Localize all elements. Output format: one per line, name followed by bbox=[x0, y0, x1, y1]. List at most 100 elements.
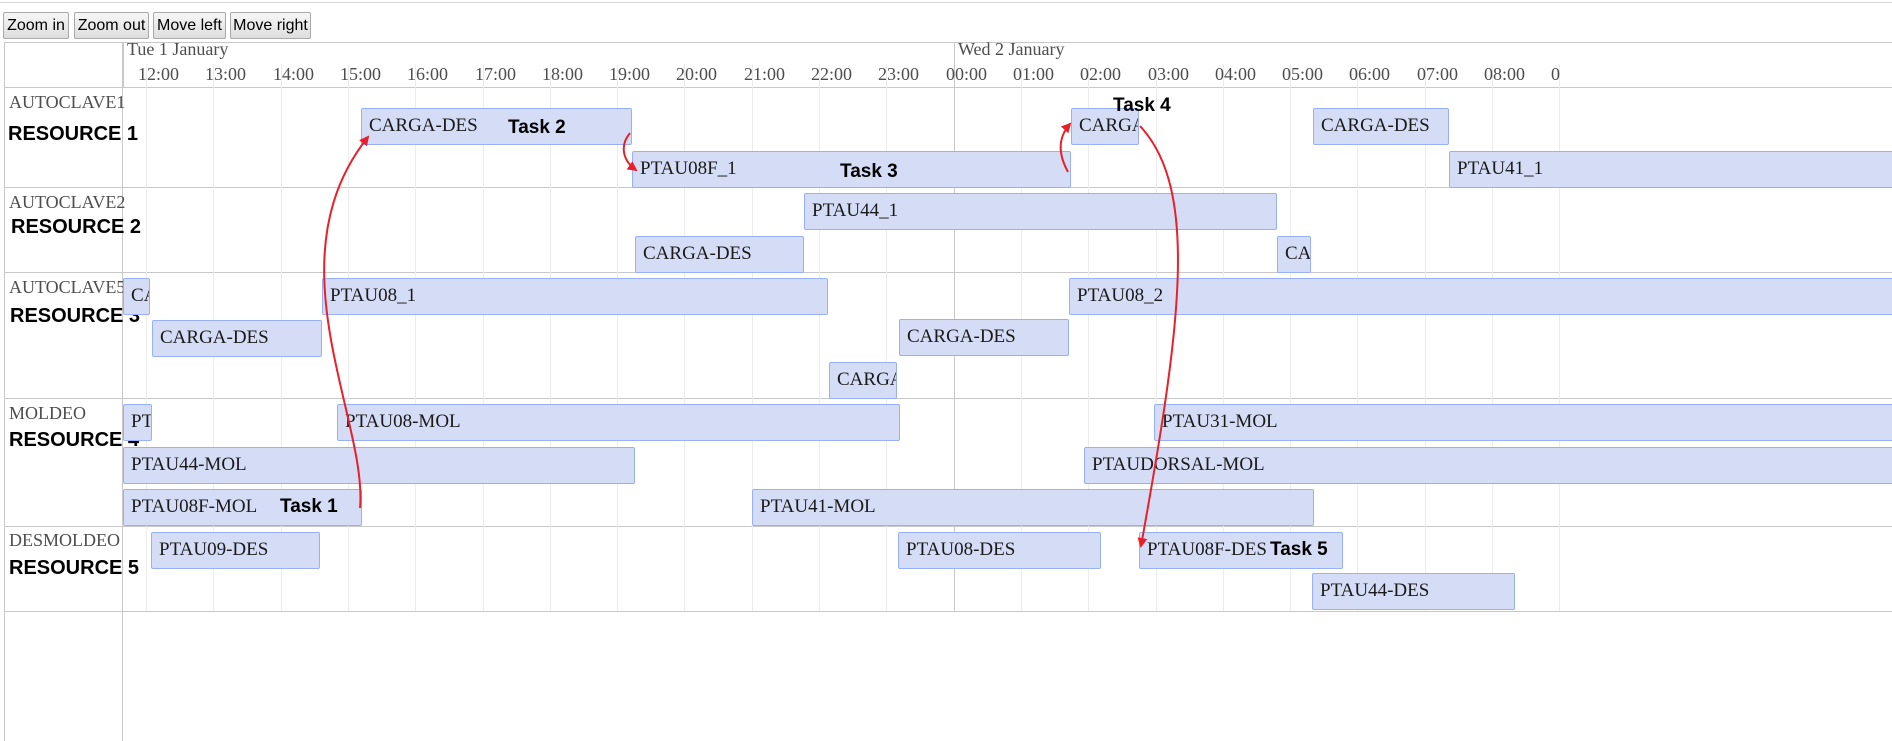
timeline-bottom-border bbox=[4, 611, 1892, 612]
item-label: PTAU08F-DES bbox=[1147, 539, 1267, 560]
minor-axis-label: 08:00 bbox=[1484, 64, 1526, 84]
item-label: PTAU08-MOL bbox=[345, 411, 461, 432]
grid-line bbox=[1223, 64, 1224, 611]
group-label-moldeo: MOLDEO bbox=[9, 403, 86, 423]
zoom-in-button[interactable]: Zoom in bbox=[3, 12, 69, 39]
timeline-item[interactable]: PTAU44-MOL bbox=[123, 447, 635, 484]
label-column-divider bbox=[122, 42, 123, 741]
item-label: CA bbox=[131, 285, 149, 306]
row-divider bbox=[4, 272, 1892, 273]
timeline-item[interactable]: CARGA- bbox=[1071, 108, 1139, 145]
item-label: CARGA- bbox=[1079, 115, 1138, 136]
minor-axis-label: 17:00 bbox=[475, 64, 517, 84]
timeline-item[interactable]: CARGA- bbox=[829, 362, 897, 399]
item-label: PTAU31-MOL bbox=[1162, 411, 1278, 432]
row-divider bbox=[4, 398, 1892, 399]
grid-line bbox=[1357, 64, 1358, 611]
toolbar-top-border bbox=[0, 2, 1892, 3]
minor-axis-label: 22:00 bbox=[811, 64, 853, 84]
minor-axis-label: 16:00 bbox=[407, 64, 449, 84]
item-label: CARGA-DES bbox=[643, 243, 752, 264]
task-5-annotation: Task 5 bbox=[1270, 539, 1328, 560]
minor-axis-label: 12:00 bbox=[138, 64, 180, 84]
day-boundary-line bbox=[123, 42, 124, 87]
timeline-item[interactable]: CA bbox=[123, 278, 150, 315]
grid-line bbox=[146, 64, 147, 611]
timeline-item[interactable]: PTAU44-DES bbox=[1312, 573, 1515, 610]
item-label: CARGA-DES bbox=[369, 115, 478, 136]
grid-line bbox=[415, 64, 416, 611]
timeline-item[interactable]: PTAU41-MOL bbox=[752, 489, 1314, 526]
item-label: PTAU08F_1 bbox=[640, 158, 737, 179]
minor-axis-label: 20:00 bbox=[676, 64, 718, 84]
timeline-item[interactable]: PTAU08F-MOL bbox=[123, 489, 362, 526]
major-axis-label: Tue 1 January bbox=[127, 42, 229, 59]
timeline-item[interactable]: PTAU09-DES bbox=[151, 532, 320, 569]
item-label: CARGA- bbox=[837, 369, 896, 390]
timeline-item[interactable]: PTAU44_1 bbox=[804, 193, 1277, 230]
grid-line bbox=[684, 64, 685, 611]
timeline-item[interactable]: PTAU08F_1 bbox=[632, 151, 1071, 188]
grid-line bbox=[886, 64, 887, 611]
toolbar: Zoom in Zoom out Move left Move right bbox=[0, 0, 1892, 40]
grid-line bbox=[617, 64, 618, 611]
timeline-item[interactable]: CARGA-DES bbox=[899, 319, 1069, 356]
minor-axis-label: 02:00 bbox=[1080, 64, 1122, 84]
timeline-item[interactable]: PTAU31-MOL bbox=[1154, 404, 1892, 441]
item-label: CARGA-DES bbox=[160, 327, 269, 348]
timeline-item[interactable]: CARGA-DES bbox=[1313, 108, 1449, 145]
grid-line bbox=[348, 64, 349, 611]
item-label: CAI bbox=[1285, 243, 1311, 264]
timeline-item[interactable]: PT. bbox=[123, 404, 152, 441]
timeline-item[interactable]: CAI bbox=[1277, 236, 1311, 273]
timeline-item[interactable]: PTAU08_1 bbox=[322, 278, 828, 315]
task-2-annotation: Task 2 bbox=[508, 117, 566, 138]
grid-line bbox=[1290, 64, 1291, 611]
item-label: PT. bbox=[131, 411, 152, 432]
minor-axis-label: 0 bbox=[1551, 64, 1560, 84]
grid-line bbox=[819, 64, 820, 611]
resource-label-2: RESOURCE 2 bbox=[11, 216, 142, 238]
timeline-item[interactable]: CARGA-DES bbox=[635, 236, 804, 273]
grid-line bbox=[1088, 64, 1089, 611]
timeline-item[interactable]: PTAUDORSAL-MOL bbox=[1084, 447, 1892, 484]
timeline-left-border bbox=[4, 42, 5, 741]
minor-axis-label: 03:00 bbox=[1148, 64, 1190, 84]
move-left-button[interactable]: Move left bbox=[153, 12, 226, 39]
grid-line bbox=[550, 64, 551, 611]
item-label: PTAU08_2 bbox=[1077, 285, 1164, 306]
timeline-item[interactable]: CARGA-DES bbox=[361, 108, 632, 145]
item-label: PTAU44-MOL bbox=[131, 454, 247, 475]
row-divider bbox=[4, 526, 1892, 527]
timeline-item[interactable]: PTAU08-DES bbox=[898, 532, 1101, 569]
timeline-item[interactable]: CARGA-DES bbox=[152, 320, 322, 357]
item-label: PTAU44-DES bbox=[1320, 580, 1430, 601]
timeline-item[interactable]: PTAU41_1 bbox=[1449, 151, 1892, 188]
task-4-annotation: Task 4 bbox=[1113, 95, 1171, 116]
grid-line bbox=[483, 64, 484, 611]
minor-axis-label: 04:00 bbox=[1215, 64, 1257, 84]
group-label-autoclave1: AUTOCLAVE1 bbox=[9, 92, 126, 112]
resource-label-1: RESOURCE 1 bbox=[8, 123, 139, 145]
grid-line bbox=[752, 64, 753, 611]
move-right-button[interactable]: Move right bbox=[230, 12, 311, 39]
timeline-item[interactable]: PTAU08_2 bbox=[1069, 278, 1892, 315]
minor-axis-label: 00:00 bbox=[946, 64, 988, 84]
grid-line bbox=[1559, 64, 1560, 611]
item-label: CARGA-DES bbox=[907, 326, 1016, 347]
minor-axis-label: 13:00 bbox=[205, 64, 247, 84]
group-label-autoclave2: AUTOCLAVE2 bbox=[9, 192, 126, 212]
task-3-annotation: Task 3 bbox=[840, 161, 898, 182]
resource-label-5: RESOURCE 5 bbox=[9, 557, 140, 579]
zoom-out-button[interactable]: Zoom out bbox=[74, 12, 149, 39]
task-1-annotation: Task 1 bbox=[280, 496, 338, 517]
minor-axis-label: 05:00 bbox=[1282, 64, 1324, 84]
axis-bottom-border bbox=[4, 87, 1892, 88]
minor-axis-label: 01:00 bbox=[1013, 64, 1055, 84]
grid-line bbox=[1156, 64, 1157, 611]
timeline-item[interactable]: PTAU08-MOL bbox=[337, 404, 900, 441]
minor-axis-label: 15:00 bbox=[340, 64, 382, 84]
group-label-desmoldeo: DESMOLDEO bbox=[9, 530, 120, 550]
group-label-autoclave5: AUTOCLAVE5 bbox=[9, 277, 126, 297]
